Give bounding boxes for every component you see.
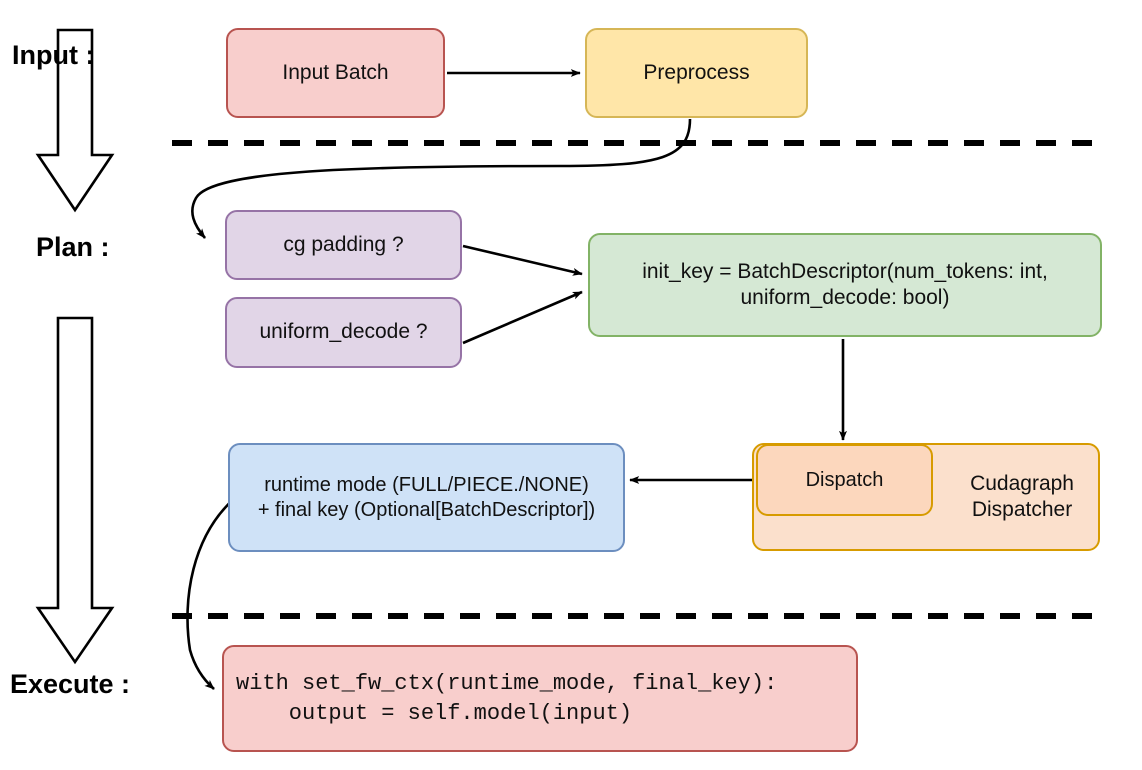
node-cudagraph-dispatcher-line1: Cudagraph <box>970 471 1074 495</box>
node-input-batch-label: Input Batch <box>282 60 389 84</box>
stage-label-plan: Plan : <box>36 232 110 262</box>
arrow-cg-padding-to-init-key <box>462 244 583 276</box>
node-input-batch[interactable]: Input Batch <box>226 28 445 118</box>
node-init-key-text: init_key = BatchDescriptor(num_tokens: i… <box>642 259 1048 312</box>
node-uniform-decode-label: uniform_decode ? <box>259 320 428 344</box>
arrow-uniform-decode-to-init-key <box>462 290 583 345</box>
node-runtime-mode-line2: + final key (Optional[BatchDescriptor]) <box>257 498 596 521</box>
node-execute-code[interactable]: with set_fw_ctx(runtime_mode, final_key)… <box>222 645 858 752</box>
node-cg-padding-label: cg padding ? <box>283 232 404 256</box>
node-dispatch-label: Dispatch <box>805 468 884 491</box>
stage-arrow-plan-to-execute <box>35 316 115 665</box>
node-preprocess-label: Preprocess <box>643 60 750 84</box>
node-dispatch[interactable]: Dispatch <box>756 444 933 516</box>
stage-label-input: Input : <box>12 40 95 70</box>
arrow-runtime-mode-to-exec-code <box>186 496 237 690</box>
node-init-key-line1: init_key = BatchDescriptor(num_tokens: i… <box>642 259 1048 283</box>
node-uniform-decode[interactable]: uniform_decode ? <box>225 297 462 368</box>
node-execute-code-line2: output = self.model(input) <box>236 700 633 726</box>
node-cudagraph-dispatcher-line2: Dispatcher <box>971 498 1073 521</box>
node-init-key-line2: uniform_decode: bool) <box>740 286 950 309</box>
node-runtime-mode-text: runtime mode (FULL/PIECE./NONE) + final … <box>258 473 595 523</box>
node-cudagraph-dispatcher-text: Cudagraph Dispatcher <box>970 471 1074 524</box>
stage-arrow-input-to-plan <box>35 28 115 213</box>
stage-label-execute: Execute : <box>10 669 131 699</box>
node-runtime-mode-line1: runtime mode (FULL/PIECE./NONE) <box>264 473 589 496</box>
node-execute-code-line1: with set_fw_ctx(runtime_mode, final_key)… <box>236 670 778 696</box>
node-init-key[interactable]: init_key = BatchDescriptor(num_tokens: i… <box>588 233 1102 337</box>
node-preprocess[interactable]: Preprocess <box>585 28 808 118</box>
arrow-preprocess-to-cg-padding <box>191 118 692 239</box>
node-cg-padding[interactable]: cg padding ? <box>225 210 462 280</box>
node-runtime-mode[interactable]: runtime mode (FULL/PIECE./NONE) + final … <box>228 443 625 552</box>
node-execute-code-text: with set_fw_ctx(runtime_mode, final_key)… <box>236 669 777 728</box>
